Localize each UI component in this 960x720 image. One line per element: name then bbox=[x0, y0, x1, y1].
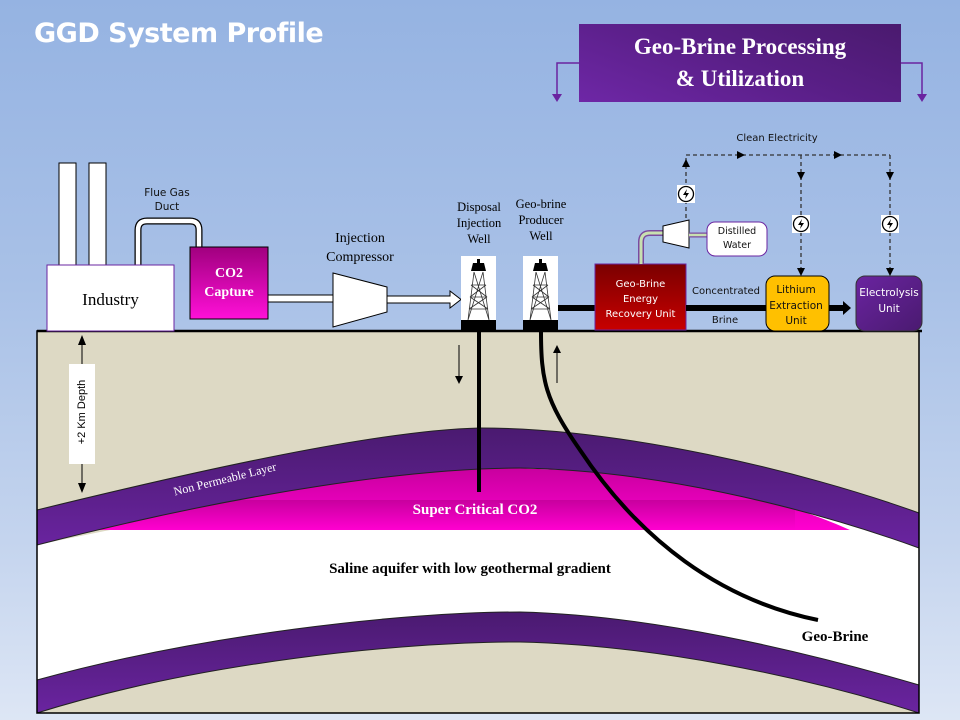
arrow-down-icon bbox=[455, 376, 463, 384]
energy-recovery-label: Geo-Brine Energy Recovery Unit bbox=[595, 277, 686, 322]
lightning-icon bbox=[792, 215, 810, 233]
label-line: Geo-Brine bbox=[615, 279, 666, 290]
banner-arrow-left bbox=[556, 62, 579, 98]
industry-box[interactable] bbox=[46, 264, 175, 332]
lightning-icon bbox=[677, 185, 695, 203]
depth-label-bg bbox=[69, 364, 95, 464]
co2-pipe bbox=[267, 294, 337, 303]
geo-brine-label: Geo-Brine bbox=[801, 629, 869, 645]
label-line: Geo-brine bbox=[515, 197, 567, 211]
producer-well-label: Geo-brine Producer Well bbox=[508, 196, 574, 244]
processing-banner: Geo-Brine Processing & Utilization bbox=[579, 24, 901, 102]
lightning-icon bbox=[881, 215, 899, 233]
brine-pipe bbox=[558, 305, 595, 311]
arrow-right-icon bbox=[737, 151, 745, 159]
arrow-right-icon bbox=[834, 151, 842, 159]
arrow-down-icon bbox=[886, 268, 894, 276]
injection-compressor-icon[interactable] bbox=[332, 272, 388, 328]
arrow-up-icon bbox=[553, 345, 561, 353]
super-critical-co2-label: Super Critical CO2 bbox=[412, 502, 538, 518]
industry-label: Industry bbox=[82, 290, 139, 309]
distilled-water-box[interactable] bbox=[706, 221, 768, 257]
disposal-well-derrick[interactable] bbox=[461, 256, 496, 331]
label-line: Water bbox=[722, 240, 752, 251]
arrow-down-icon bbox=[797, 268, 805, 276]
label-line: Unit bbox=[785, 315, 807, 327]
co2-fill bbox=[115, 500, 795, 530]
page-title: GGD System Profile bbox=[34, 18, 324, 49]
label-line: Distilled bbox=[717, 226, 757, 237]
banner-line-2: & Utilization bbox=[675, 66, 805, 91]
arrow-up-icon bbox=[682, 159, 690, 167]
lithium-extraction-unit[interactable] bbox=[765, 275, 830, 332]
distilled-water-label: Distilled Water bbox=[707, 225, 767, 253]
duct-fill bbox=[135, 218, 202, 265]
arrow-down-icon bbox=[886, 172, 894, 180]
arrow-up-icon bbox=[78, 335, 86, 345]
arrow-right-icon bbox=[843, 301, 851, 315]
smokestack-1 bbox=[58, 162, 77, 266]
arrow-down-icon bbox=[797, 172, 805, 180]
turbine-icon[interactable] bbox=[662, 219, 690, 249]
label-line: Well bbox=[529, 229, 553, 243]
label-line: Injection bbox=[335, 231, 385, 246]
label-line: Compressor bbox=[326, 250, 394, 265]
co2-capture-box[interactable] bbox=[189, 246, 269, 320]
label-line: Producer bbox=[518, 213, 564, 227]
label-line: Duct bbox=[154, 201, 180, 213]
label-line: Electrolysis bbox=[859, 287, 919, 299]
label-line: CO2 bbox=[215, 266, 243, 281]
arrow-down-icon bbox=[78, 483, 86, 493]
steam-pipe-fill bbox=[639, 231, 664, 264]
arrow-head-icon bbox=[552, 94, 562, 102]
label-line: Flue Gas bbox=[144, 187, 190, 199]
label-line: Capture bbox=[204, 285, 254, 300]
banner-line-1: Geo-Brine Processing bbox=[633, 34, 847, 59]
electrolysis-label: Electrolysis Unit bbox=[854, 286, 924, 317]
electrolysis-unit[interactable] bbox=[855, 275, 923, 332]
label-line: Injection bbox=[456, 216, 502, 230]
label-line: Lithium bbox=[776, 284, 816, 296]
arrow-head-icon bbox=[917, 94, 927, 102]
injection-flow-arrow bbox=[386, 289, 462, 310]
label-line: Energy bbox=[622, 294, 658, 305]
brine-label: Brine bbox=[711, 315, 739, 326]
label-line: Disposal bbox=[457, 200, 501, 214]
smokestack-2 bbox=[88, 162, 107, 266]
energy-recovery-unit[interactable] bbox=[594, 263, 687, 331]
steam-pipe bbox=[638, 230, 664, 264]
co2-capture-label: CO2 Capture bbox=[190, 264, 268, 302]
depth-label: +2 Km Depth bbox=[76, 379, 88, 445]
aquifer-label: Saline aquifer with low geothermal gradi… bbox=[329, 561, 611, 577]
label-line: Extraction bbox=[769, 299, 823, 312]
producer-well-pipe bbox=[539, 330, 819, 622]
injection-compressor-label: Injection Compressor bbox=[315, 229, 405, 267]
label-line: Unit bbox=[878, 302, 900, 315]
lithium-label: Lithium Extraction Unit bbox=[763, 283, 829, 330]
flue-gas-duct-label: Flue Gas Duct bbox=[132, 186, 202, 214]
clean-electricity-label: Clean Electricity bbox=[736, 133, 818, 144]
label-line: Well bbox=[467, 232, 491, 246]
disposal-well-label: Disposal Injection Well bbox=[446, 199, 512, 247]
banner-arrow-right bbox=[901, 62, 923, 98]
label-line: Recovery Unit bbox=[605, 309, 676, 320]
producer-well-derrick[interactable] bbox=[523, 256, 558, 331]
concentrated-label: Concentrated bbox=[691, 286, 760, 297]
